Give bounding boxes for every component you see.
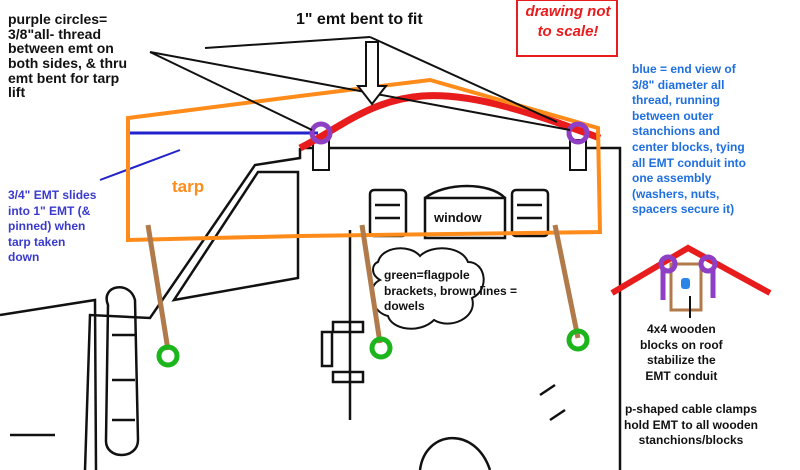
label-line: lift: [8, 84, 26, 101]
label-line: p-shaped cable clamps: [624, 402, 758, 416]
purple-circles-label: purple circles= 3/8"all- thread between …: [8, 12, 127, 100]
wooden-blocks-label: 4x4 wooden blocks on roof stabilize the …: [640, 322, 723, 384]
label-line: into 1" EMT (&: [8, 203, 91, 218]
end-view-clamp-left: [658, 254, 678, 274]
front-wheel: [104, 286, 140, 457]
label-line: between outer: [632, 108, 714, 123]
emt-bent-label: 1" emt bent to fit: [296, 11, 423, 28]
dowels: [145, 224, 581, 351]
cable-clamps-label: p-shaped cable clamps hold EMT to all wo…: [624, 402, 758, 449]
roof-blocks: [312, 139, 587, 171]
not-to-scale-box: [516, 0, 618, 57]
all-thread-circles: [309, 121, 590, 145]
rear-wheel-arch: [418, 436, 492, 470]
emt-slides-label: 3/4" EMT slides into 1" EMT (& pinned) w…: [8, 188, 96, 266]
label-line: EMT conduit: [645, 368, 718, 383]
label-line: all EMT conduit into: [632, 155, 746, 170]
label-line: spacers secure it): [632, 202, 735, 217]
truck-outline: [0, 146, 622, 470]
truck-roof-line: [300, 146, 622, 470]
all-thread-circle: [309, 121, 333, 145]
front-tire: [104, 286, 140, 457]
green-flagpole-label: green=flagpole brackets, brown lines = d…: [384, 268, 517, 315]
flagpole-bracket: [369, 336, 393, 360]
label-line: 4x4 wooden: [646, 322, 716, 336]
right-window: [510, 188, 550, 238]
left-window: [368, 188, 408, 238]
label-line: blocks on roof: [640, 337, 723, 352]
label-line: tarp taken: [8, 234, 66, 249]
label-line: 3/4" EMT slides: [8, 188, 97, 202]
label-line: drawing not: [525, 3, 611, 20]
label-line: center blocks, tying: [632, 139, 745, 154]
label-line: down: [8, 250, 40, 265]
door-latch: [320, 330, 334, 368]
end-view-red-emt: [610, 244, 772, 296]
side-details: [10, 230, 566, 437]
label-line: stabilize the: [646, 353, 716, 368]
label-line: blue = end view of: [632, 62, 736, 76]
label-line: thread, running: [632, 93, 720, 108]
pointer-lines: [149, 36, 571, 131]
label-line: 3/8"all- thread: [8, 25, 102, 42]
label-line: purple circles=: [8, 11, 108, 27]
label-line: 3/8" diameter all: [632, 77, 725, 92]
emt-slides-pointer: [99, 149, 181, 181]
label-line: green=flagpole: [384, 268, 470, 282]
label-line: both sides, & thru: [8, 55, 127, 72]
door-handle: [331, 370, 365, 384]
all-thread-circle: [566, 121, 590, 145]
cab-window: [171, 170, 300, 302]
dowel: [552, 224, 581, 339]
label-line: brackets, brown lines =: [384, 283, 518, 298]
label-line: one assembly: [632, 171, 712, 186]
vent-line: [539, 383, 556, 397]
truck-cab-line: [83, 148, 302, 470]
flagpole-bracket: [566, 328, 590, 352]
label-line: (washers, nuts,: [632, 186, 720, 201]
window-frame: [423, 196, 507, 240]
cab-bumper: [0, 298, 98, 470]
pointer-line: [149, 51, 313, 131]
rear-wheel: [418, 436, 492, 470]
label-line: hold EMT to all wooden: [624, 417, 758, 432]
dowel: [359, 224, 383, 344]
pointer-line: [149, 51, 571, 131]
label-line: pinned) when: [8, 219, 86, 234]
label-line: stanchions and: [632, 124, 721, 139]
not-to-scale-label: drawing not to scale!: [522, 4, 614, 40]
end-view-clamp-right: [698, 254, 718, 274]
pointer-line: [369, 36, 558, 123]
label-line: stanchions/blocks: [638, 433, 744, 448]
label-line: to scale!: [537, 22, 599, 40]
door-handle: [331, 320, 365, 334]
label-line: emt bent for tarp: [8, 69, 120, 86]
pointer-line: [204, 36, 371, 49]
vent-line: [549, 408, 566, 422]
flagpole-brackets: [156, 328, 590, 368]
side-window: [368, 184, 550, 240]
window-label: window: [434, 210, 482, 225]
dowel: [145, 224, 171, 351]
blue-end-view-label: blue = end view of 3/8" diameter all thr…: [632, 62, 746, 218]
down-arrow: [355, 41, 389, 106]
label-line: dowels: [384, 299, 425, 314]
window-arch: [424, 184, 506, 200]
tarp-outline: [126, 77, 603, 243]
label-line: between emt on: [8, 40, 114, 57]
flagpole-bracket: [156, 344, 180, 368]
end-view-all-thread: [681, 278, 690, 289]
note-cloud: [370, 247, 485, 330]
end-view-detail: [610, 244, 772, 312]
tarp-label: tarp: [172, 177, 205, 196]
